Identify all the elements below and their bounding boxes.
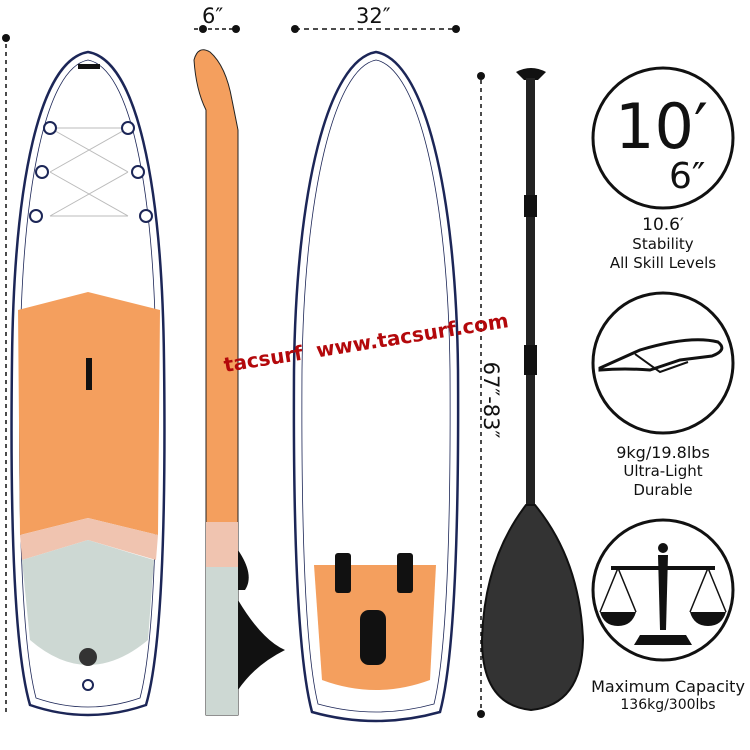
d-rings — [29, 121, 153, 223]
feature-capacity-caption: Maximum Capacity 136kg/300lbs — [591, 677, 745, 713]
paddle: 67″-83″ — [477, 68, 585, 718]
feature-weight-caption: 9kg/19.8lbs Ultra-Light Durable — [616, 443, 710, 499]
scale-icon — [591, 518, 735, 662]
feather-icon — [591, 291, 735, 435]
width-label: 32″ — [356, 4, 391, 28]
board-side-view — [193, 25, 285, 716]
board-length-dimension-line — [2, 34, 10, 715]
bungee-cords — [49, 127, 129, 217]
svg-text:6″: 6″ — [669, 156, 705, 197]
thickness-label: 6″ — [202, 4, 223, 28]
fin-small-icon — [238, 550, 249, 590]
feature-length-caption: 10.6′ Stability All Skill Levels — [609, 215, 717, 273]
board-top-view — [10, 50, 166, 717]
paddle-length-label: 67″-83″ — [479, 362, 503, 439]
length-badge-icon: 10′ 6″ — [591, 66, 735, 210]
svg-text:10′: 10′ — [615, 90, 708, 163]
valve-icon — [79, 648, 97, 666]
fin-box-icon — [360, 610, 386, 665]
fin-large-icon — [238, 600, 285, 690]
carry-handle-icon — [86, 358, 92, 390]
leash-handle-icon — [78, 64, 100, 69]
board-bottom-view — [291, 25, 460, 723]
